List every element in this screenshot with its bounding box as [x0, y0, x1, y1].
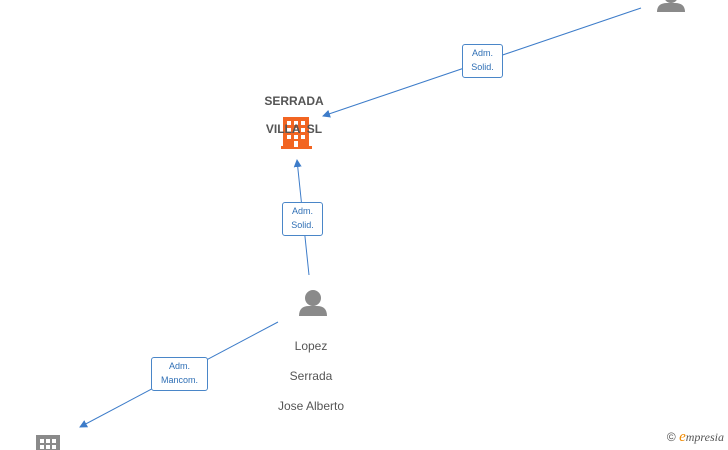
- edge-label-line-2: Solid.: [291, 220, 314, 230]
- building-icon[interactable]: [36, 435, 60, 450]
- brand-logo-text: mpresia: [685, 430, 724, 444]
- edge-label-line-1: Adm.: [168, 361, 190, 371]
- brand-logo-initial: e: [679, 429, 686, 445]
- person-name-line-2: Serrada: [289, 369, 333, 383]
- person-name-label[interactable]: Lopez Serrada Jose Alberto: [266, 324, 356, 429]
- edge-label-line-1: Adm.: [471, 48, 493, 58]
- company-name-line-2: VILLA SL: [265, 122, 323, 136]
- edge-label-line-2: Mancom.: [160, 375, 198, 385]
- edge-label-line-1: Adm.: [291, 206, 313, 216]
- company-name-label[interactable]: SERRADA VILLA SL: [254, 80, 334, 150]
- edge-label-adm-mancom: Adm. Mancom.: [151, 357, 208, 391]
- edge-label-line-2: Solid.: [471, 62, 494, 72]
- copyright-symbol: ©: [666, 430, 676, 444]
- edge-label-adm-solid-top: Adm. Solid.: [462, 44, 503, 78]
- person-icon[interactable]: [657, 0, 685, 12]
- edge-label-adm-solid-middle: Adm. Solid.: [282, 202, 323, 236]
- person-name-line-1: Lopez: [294, 339, 328, 353]
- person-icon[interactable]: [299, 290, 327, 316]
- watermark: © empresia: [667, 429, 724, 446]
- building-icon[interactable]: [281, 117, 312, 149]
- company-name-line-1: SERRADA: [264, 94, 324, 108]
- person-name-line-3: Jose Alberto: [277, 399, 345, 413]
